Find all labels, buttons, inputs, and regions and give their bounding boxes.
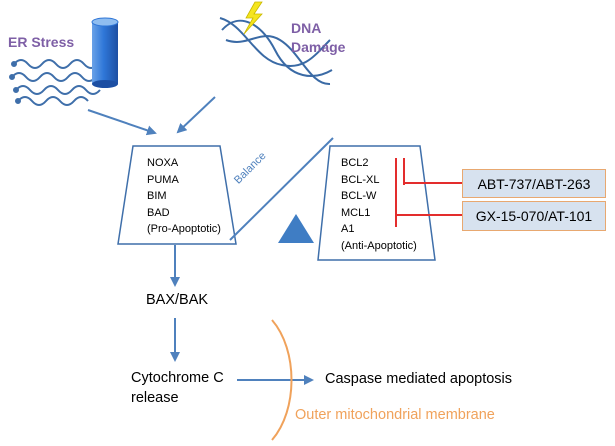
- anti-apoptotic-item: BCL2: [341, 157, 369, 169]
- balance-fulcrum: [278, 214, 314, 243]
- outer-membrane-arc: [271, 319, 293, 441]
- anti-apoptotic-item: A1: [341, 223, 355, 235]
- inhibitor-box-abt: ABT-737/ABT-263: [462, 169, 606, 198]
- anti-apoptotic-box: [317, 145, 436, 261]
- anti-apoptotic-item: MCL1: [341, 206, 371, 219]
- pro-apoptotic-item: BIM: [147, 190, 167, 202]
- dna-helix-icon: [219, 17, 333, 86]
- pro-apoptotic-list: NOXA PUMA BIM BAD (Pro-Apoptotic): [147, 155, 221, 238]
- pro-apoptotic-box: [117, 145, 237, 245]
- cytochrome-label-line1: Cytochrome C: [131, 370, 224, 386]
- pro-apoptotic-item: PUMA: [147, 173, 179, 186]
- outer-membrane-label: Outer mitochondrial membrane: [295, 407, 495, 423]
- bax-bak-label: BAX/BAK: [146, 292, 209, 308]
- pro-apoptotic-item: NOXA: [147, 157, 179, 169]
- er-membrane-icon: [9, 59, 101, 106]
- anti-apoptotic-list: BCL2 BCL-XL BCL-W MCL1 A1 (Anti-Apoptoti…: [341, 155, 417, 254]
- inhibitor-lines: [395, 158, 462, 227]
- er-stress-arrow: [87, 109, 157, 136]
- er-stress-label: ER Stress: [8, 34, 75, 50]
- anti-apoptotic-item: (Anti-Apoptotic): [341, 239, 417, 252]
- pro-apoptotic-item: BAD: [147, 206, 170, 219]
- anti-apoptotic-item: BCL-XL: [341, 173, 380, 186]
- cylinder-icon: [91, 17, 119, 88]
- dna-damage-label-line1: DNA: [291, 20, 322, 36]
- inhibitor-box-gx: GX-15-070/AT-101: [462, 201, 606, 231]
- dna-damage-label-line2: Damage: [291, 39, 346, 55]
- cytochrome-label-line2: release: [131, 390, 179, 406]
- anti-apoptotic-item: BCL-W: [341, 190, 377, 202]
- pro-apoptotic-item: (Pro-Apoptotic): [147, 223, 221, 235]
- balance-beam: [229, 137, 334, 241]
- lightning-icon: [243, 1, 263, 35]
- caspase-label: Caspase mediated apoptosis: [325, 371, 513, 387]
- dna-damage-arrow: [176, 96, 216, 134]
